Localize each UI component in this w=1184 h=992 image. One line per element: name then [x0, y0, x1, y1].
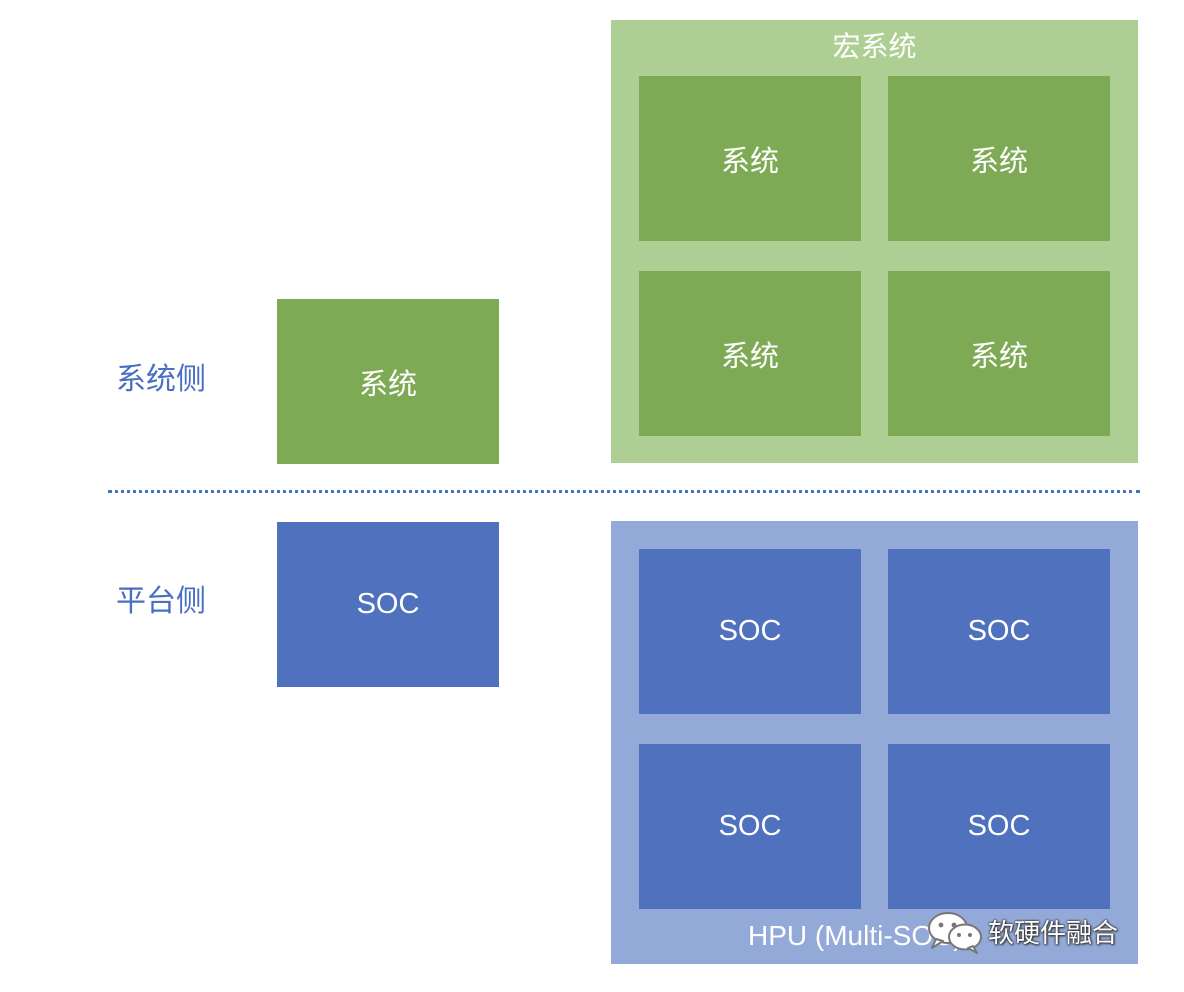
- macro-system-item: 系统: [639, 76, 861, 241]
- single-soc-box: SOC: [277, 522, 499, 687]
- side-divider-line: [108, 490, 1140, 493]
- platform-side-label: 平台侧: [116, 585, 206, 618]
- macro-system-item-label: 系统: [720, 145, 779, 178]
- single-soc-label: SOC: [356, 588, 420, 620]
- hpu-title: HPU (Multi-SOC): [748, 920, 963, 951]
- hpu-soc-item: SOC: [639, 744, 861, 909]
- hpu-soc-item: SOC: [888, 744, 1110, 909]
- hpu-soc-item-label: SOC: [967, 615, 1031, 647]
- watermark-text: 软硬件融合: [988, 918, 1119, 948]
- hpu-soc-item-label: SOC: [718, 615, 782, 647]
- system-side-label: 系统侧: [116, 363, 206, 396]
- hpu-soc-item: SOC: [639, 549, 861, 714]
- macro-system-item-label: 系统: [969, 340, 1028, 373]
- macro-system-item: 系统: [888, 76, 1110, 241]
- macro-system-title: 宏系统: [832, 31, 917, 62]
- hpu-container: SOC SOC SOC SOC HPU (Multi-SOC): [611, 521, 1138, 964]
- macro-system-item: 系统: [888, 271, 1110, 436]
- hpu-soc-item-label: SOC: [967, 810, 1031, 842]
- macro-system-item: 系统: [639, 271, 861, 436]
- wechat-icon: [926, 910, 986, 954]
- single-system-label: 系统: [358, 368, 417, 401]
- macro-system-item-label: 系统: [720, 340, 779, 373]
- single-system-box: 系统: [277, 299, 499, 464]
- hpu-soc-item-label: SOC: [718, 810, 782, 842]
- macro-system-item-label: 系统: [969, 145, 1028, 178]
- hpu-soc-item: SOC: [888, 549, 1110, 714]
- macro-system-container: 宏系统 系统 系统 系统 系统: [611, 20, 1138, 463]
